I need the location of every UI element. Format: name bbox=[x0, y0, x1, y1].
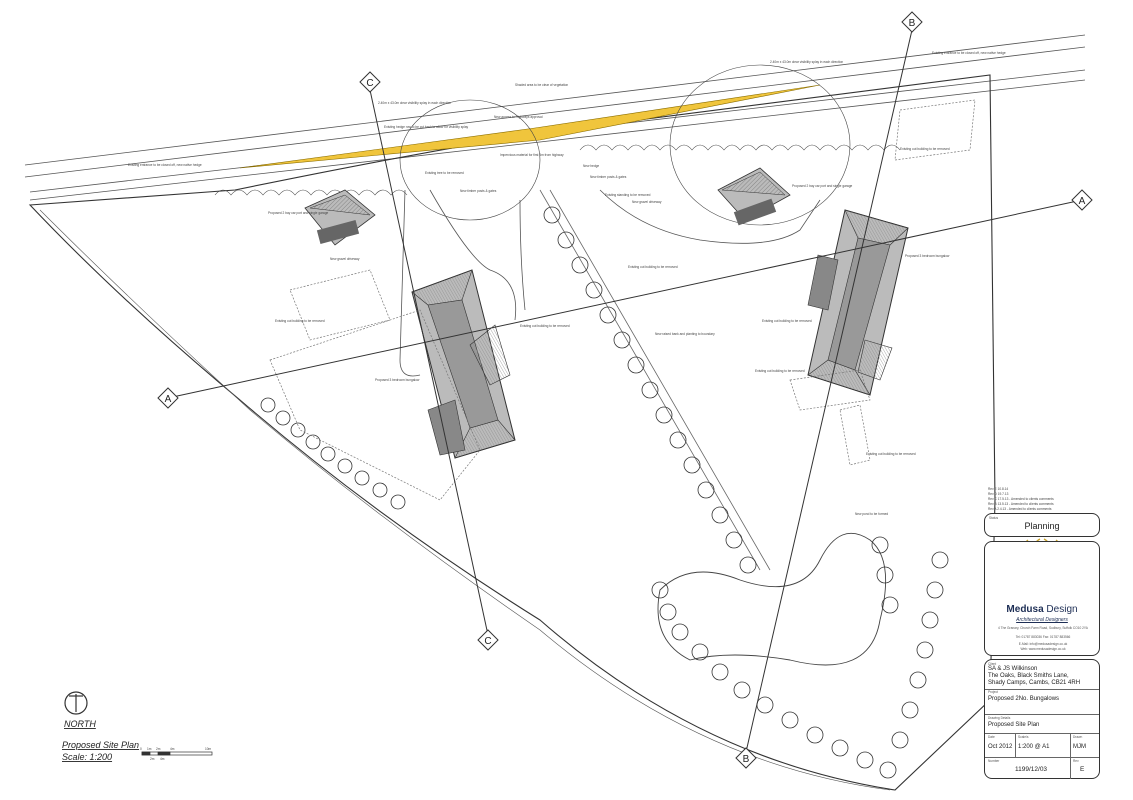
boundary-trees bbox=[260, 397, 406, 510]
drawing-value: Proposed Site Plan bbox=[988, 722, 1040, 728]
note-standing: Existing standing to be removed bbox=[605, 193, 651, 197]
tree-avenue bbox=[539, 189, 771, 574]
note-outbuilding-4: Existing out building to be removed bbox=[762, 319, 812, 323]
scale-tick-0: 0 bbox=[140, 747, 142, 751]
project-value: Proposed 2No. Bungalows bbox=[988, 696, 1060, 702]
note-existing-tree: Existing tree to be removed bbox=[425, 171, 464, 175]
company-web: Web: www.medusadesign.co.uk bbox=[1020, 647, 1066, 651]
section-lines bbox=[167, 29, 1083, 753]
scale-tick-2: 2m bbox=[156, 747, 161, 751]
scale-tick-3: 4m bbox=[170, 747, 175, 751]
note-outbuilding-1: Existing out building to be removed bbox=[275, 319, 325, 323]
pond-outline bbox=[657, 532, 887, 666]
drawing-label: Drawing Details bbox=[988, 716, 1011, 720]
note-new-access: New access to Highways approval bbox=[494, 115, 543, 119]
plan-title: Proposed Site Plan bbox=[62, 740, 139, 750]
rev-value: E bbox=[1080, 766, 1085, 773]
note-existing-hedge: Existing hedge row to be cut back to all… bbox=[384, 125, 469, 129]
date-label: Date bbox=[988, 735, 995, 739]
company-address: 4 The Granary, Church Farm Road, Sudbury… bbox=[998, 626, 1088, 630]
note-timber-posts-2: New timber posts & gates bbox=[590, 175, 627, 179]
carport-left bbox=[304, 189, 376, 246]
note-outbuilding-6: Existing out building to be removed bbox=[866, 452, 916, 456]
carport-right bbox=[717, 167, 791, 226]
drawn-label: Drawn bbox=[1073, 735, 1083, 739]
company-name: Medusa Design bbox=[985, 604, 1099, 615]
revision-b: Rev B 13.5.13 - Amended to clients comme… bbox=[988, 502, 1054, 506]
company-subtitle: Architectural Designers bbox=[1016, 617, 1068, 623]
scale-tick-4: 10m bbox=[205, 747, 212, 751]
date-value: Oct 2012 bbox=[988, 744, 1013, 750]
status-panel: Status Planning bbox=[984, 513, 1100, 537]
section-markers bbox=[157, 11, 1093, 769]
revision-e: Rev E 10.8.14 bbox=[988, 487, 1008, 491]
hedge-line bbox=[214, 64, 901, 226]
note-carport-right: Proposed 2 bay car port and single garag… bbox=[792, 184, 852, 188]
company-tel: Tel: 01787 883036 Fax: 01787 883566 bbox=[1015, 635, 1071, 639]
revision-a: Rev A 2.4.13 - Amended to clients commen… bbox=[988, 507, 1052, 511]
note-visibility-right: 2.40m x 43.0m clear visibility splay in … bbox=[770, 60, 843, 64]
company-name-bold: Medusa bbox=[1006, 604, 1044, 615]
client-line-1: SA & JS Wilkinson bbox=[988, 666, 1038, 672]
pond-trees bbox=[651, 536, 949, 779]
section-label-c-top: C bbox=[366, 78, 373, 89]
scale-bar bbox=[141, 751, 213, 756]
company-email: E-Mail: info@medusadesign.co.uk bbox=[1018, 642, 1068, 646]
note-visibility-left: 2.40m x 43.0m clear visibility splay in … bbox=[378, 101, 451, 105]
plan-scale: Scale: 1:200 bbox=[62, 752, 112, 762]
note-entrance-left: Existing entrance to be closed off, new … bbox=[128, 163, 202, 167]
note-carport-left: Proposed 2 bay car port and single garag… bbox=[268, 211, 328, 215]
number-value: 1199/12/03 bbox=[1015, 766, 1048, 773]
section-label-a-left: A bbox=[165, 394, 172, 405]
scales-value: 1:200 @ A1 bbox=[1018, 744, 1050, 750]
client-label: Client bbox=[988, 662, 997, 666]
scale-sub-0: 2m bbox=[150, 757, 155, 761]
note-bungalow-right: Proposed 3 bedroom bungalow bbox=[905, 254, 950, 258]
note-new-pond: New pond to be formed bbox=[855, 512, 888, 516]
project-label: Project bbox=[988, 690, 998, 694]
note-entrance-right: Existing entrance to be closed off, new … bbox=[932, 51, 1006, 55]
client-line-2: The Oaks, Black Smiths Lane, bbox=[988, 673, 1069, 679]
north-arrow bbox=[64, 691, 88, 715]
section-label-a-right: A bbox=[1079, 196, 1086, 207]
scales-label: Scale/s bbox=[1018, 735, 1029, 739]
driveways bbox=[399, 189, 821, 377]
note-outbuilding-3: Existing out building to be removed bbox=[628, 265, 678, 269]
note-new-hedge: New hedge bbox=[583, 164, 599, 168]
note-shaded-area: Shaded area to be clear of vegetation bbox=[515, 83, 568, 87]
note-outbuilding-2: Existing out building to be removed bbox=[520, 324, 570, 328]
number-label: Number bbox=[988, 759, 1000, 763]
note-bungalow-left: Proposed 3 bedroom bungalow bbox=[375, 378, 420, 382]
note-new-bank: New raised bank and planting to boundary bbox=[655, 332, 715, 336]
note-pervious: Impervious material for first 5m from hi… bbox=[500, 153, 564, 157]
scale-sub-1: 4m bbox=[160, 757, 165, 761]
note-outbuilding-5: Existing out building to be removed bbox=[755, 369, 805, 373]
bungalow-left bbox=[411, 269, 516, 459]
company-panel: Medusa Design Architectural Designers 4 … bbox=[984, 541, 1100, 656]
section-label-c-bottom: C bbox=[484, 636, 491, 647]
outbuildings bbox=[269, 99, 976, 501]
company-name-light: Design bbox=[1043, 604, 1078, 615]
drawn-value: MJM bbox=[1073, 744, 1086, 750]
section-label-b-top: B bbox=[909, 18, 916, 29]
status-value: Planning bbox=[1024, 521, 1060, 531]
north-label: NORTH bbox=[64, 719, 96, 729]
note-driveway-left: New gravel driveway bbox=[330, 257, 360, 261]
note-outbuilding-7: Existing out building to be removed bbox=[900, 147, 950, 151]
section-label-b-bottom: B bbox=[743, 754, 750, 765]
rev-label: Rev bbox=[1073, 759, 1079, 763]
status-label: Status bbox=[989, 516, 999, 520]
road-lines bbox=[24, 34, 1086, 201]
note-driveway-right: New gravel driveway bbox=[632, 200, 662, 204]
client-line-3: Shady Camps, Cambs, CB21 4RH bbox=[988, 680, 1081, 686]
revision-c: Rev C 17.5.13 - Amended to clients comme… bbox=[988, 497, 1054, 501]
details-panel: Client SA & JS Wilkinson The Oaks, Black… bbox=[984, 659, 1100, 779]
note-timber-posts-1: New timber posts & gates bbox=[460, 189, 497, 193]
bungalow-right bbox=[807, 209, 909, 396]
scale-tick-1: 1m bbox=[147, 747, 152, 751]
revision-d: Rev D 19.7.13 bbox=[988, 492, 1009, 496]
